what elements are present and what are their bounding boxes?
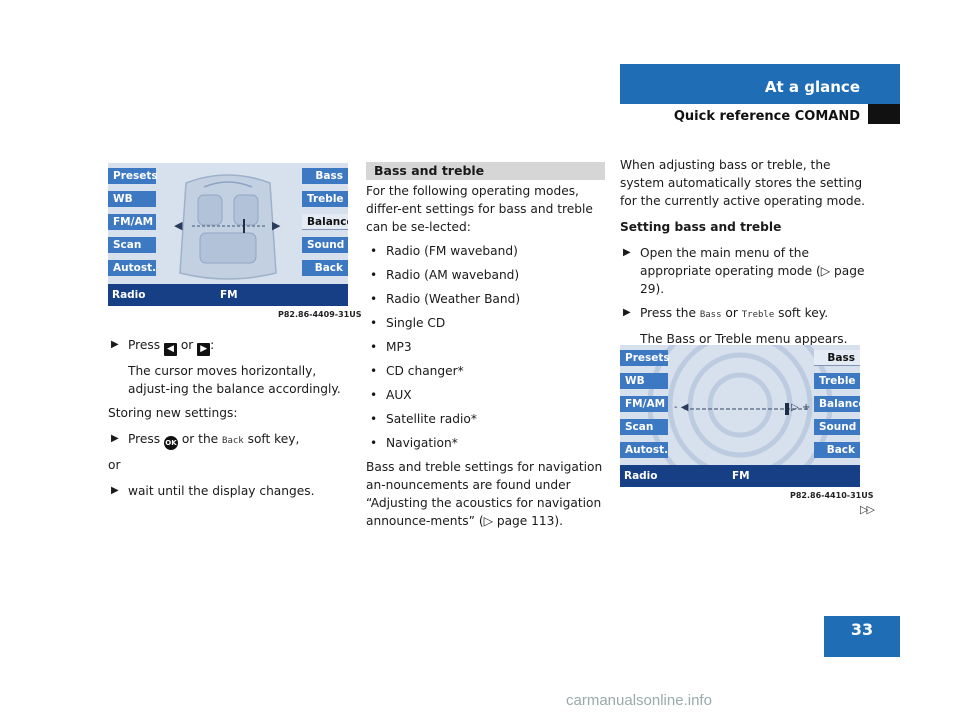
- page-number-box: [824, 616, 900, 657]
- status-band: FM: [220, 289, 238, 301]
- softkey-fm-am[interactable]: FM/AM: [620, 396, 668, 412]
- status-bar: Radio FM: [620, 465, 860, 487]
- arrow-right-icon: ▶: [272, 219, 281, 232]
- back-softkey-ref: Back: [222, 436, 244, 446]
- list-item: •Navigation*: [370, 436, 458, 450]
- softkey-autost[interactable]: Autost.: [108, 260, 156, 276]
- step-press-ok: ▶ Press OK or the Back soft key,: [108, 430, 350, 450]
- plus-arrow-icon: ▷ +: [791, 402, 811, 413]
- step-arrow-icon: ▶: [623, 247, 631, 258]
- step-text: or the: [181, 432, 219, 446]
- section-heading-bar: Bass and treble: [366, 162, 605, 180]
- step-wait: ▶ wait until the display changes.: [108, 482, 350, 500]
- storing-label: Storing new settings:: [108, 406, 238, 420]
- softkey-presets[interactable]: Presets: [620, 350, 670, 366]
- step-text: Press: [128, 432, 161, 446]
- step-arrow-icon: ▶: [111, 485, 119, 496]
- step-text: wait until the display changes.: [128, 484, 315, 498]
- header-marker: [868, 104, 900, 124]
- navigation-note: Bass and treble settings for navigation …: [366, 460, 603, 528]
- step-text: or: [725, 306, 738, 320]
- list-item: •AUX: [370, 388, 412, 402]
- result-text: The Bass or Treble menu appears.: [640, 332, 848, 346]
- softkey-wb[interactable]: WB: [620, 373, 668, 389]
- list-item: •Radio (Weather Band): [370, 292, 521, 306]
- step-text: Press: [128, 338, 161, 352]
- step-text: soft key,: [247, 432, 300, 446]
- softkey-back[interactable]: Back: [814, 442, 860, 458]
- step-arrow-icon: ▶: [111, 433, 119, 444]
- step-text: :: [210, 338, 215, 352]
- mode-list: •Radio (FM waveband) •Radio (AM waveband…: [366, 242, 606, 452]
- list-item: •Radio (FM waveband): [370, 244, 518, 258]
- section-heading: Bass and treble: [374, 163, 485, 178]
- column-1: ▶ Press ◀ or ▶: The cursor moves horizon…: [108, 336, 350, 500]
- step-arrow-icon: ▶: [111, 339, 119, 350]
- softkey-balance[interactable]: Balance: [814, 396, 860, 412]
- status-bar: Radio FM: [108, 284, 348, 306]
- step-text: Press the: [640, 306, 696, 320]
- status-source: Radio: [112, 289, 146, 301]
- softkey-scan[interactable]: Scan: [620, 419, 668, 435]
- bass-screen-figure: - ◀ ▷ + Presets WB FM/AM Scan Autost. Ba…: [620, 345, 860, 487]
- step-text: Open the main menu of the appropriate op…: [640, 246, 865, 296]
- or-text: or: [108, 458, 121, 472]
- list-item: •CD changer*: [370, 364, 464, 378]
- softkey-scan[interactable]: Scan: [108, 237, 156, 253]
- softkey-fm-am[interactable]: FM/AM: [108, 214, 156, 230]
- section-subtitle: Quick reference COMAND: [673, 109, 860, 124]
- arrow-left-icon: ◀: [174, 219, 183, 232]
- minus-arrow-icon: - ◀: [674, 402, 689, 413]
- list-item: •Radio (AM waveband): [370, 268, 520, 282]
- intro-text: When adjusting bass or treble, the syste…: [620, 158, 865, 208]
- softkey-treble[interactable]: Treble: [302, 191, 348, 207]
- footer-watermark: carmanualsonline.info: [566, 692, 712, 709]
- softkey-wb[interactable]: WB: [108, 191, 156, 207]
- status-source: Radio: [624, 470, 658, 482]
- page-number: 33: [850, 620, 874, 639]
- softkey-sound[interactable]: Sound: [302, 237, 348, 253]
- softkey-treble[interactable]: Treble: [814, 373, 860, 389]
- bass-softkey-ref: Bass: [699, 310, 722, 320]
- softkey-back[interactable]: Back: [302, 260, 348, 276]
- subheading: Setting bass and treble: [620, 220, 782, 234]
- step-press-arrows: ▶ Press ◀ or ▶:: [108, 336, 350, 356]
- list-item: •Satellite radio*: [370, 412, 477, 426]
- softkey-sound[interactable]: Sound: [814, 419, 860, 435]
- right-key-icon: ▶: [197, 343, 211, 356]
- step-arrow-icon: ▶: [623, 307, 631, 318]
- list-item: •Single CD: [370, 316, 446, 330]
- figure-caption: P82.86-4409-31US: [278, 310, 362, 319]
- result-text: The cursor moves horizontally, adjust-in…: [128, 364, 341, 396]
- car-interior-illustration: [179, 174, 277, 280]
- step-open-menu: ▶ Open the main menu of the appropriate …: [620, 244, 865, 298]
- softkey-presets[interactable]: Presets: [108, 168, 158, 184]
- header-bar: [620, 64, 900, 104]
- treble-softkey-ref: Treble: [741, 310, 775, 320]
- step-text: soft key.: [778, 306, 829, 320]
- step-text: or: [180, 338, 194, 352]
- softkey-bass-selected[interactable]: Bass: [814, 350, 860, 366]
- list-item: •MP3: [370, 340, 412, 354]
- softkey-bass[interactable]: Bass: [302, 168, 348, 184]
- left-key-icon: ◀: [163, 343, 177, 356]
- softkey-autost[interactable]: Autost.: [620, 442, 668, 458]
- chapter-title: At a glance: [764, 78, 860, 96]
- step-press-softkey: ▶ Press the Bass or Treble soft key.: [620, 304, 865, 324]
- status-band: FM: [732, 470, 750, 482]
- column-3: When adjusting bass or treble, the syste…: [620, 156, 865, 348]
- intro-text: For the following operating modes, diffe…: [366, 184, 593, 234]
- softkey-balance-selected[interactable]: Balance: [302, 214, 348, 230]
- figure-caption: P82.86-4410-31US: [790, 491, 874, 500]
- balance-screen-figure: ◀ ▶ Presets WB FM/AM Scan Autost. Bass T…: [108, 163, 348, 306]
- ok-key-icon: OK: [163, 436, 178, 450]
- continue-icon: ▷▷: [860, 503, 875, 516]
- column-2: For the following operating modes, diffe…: [366, 182, 606, 530]
